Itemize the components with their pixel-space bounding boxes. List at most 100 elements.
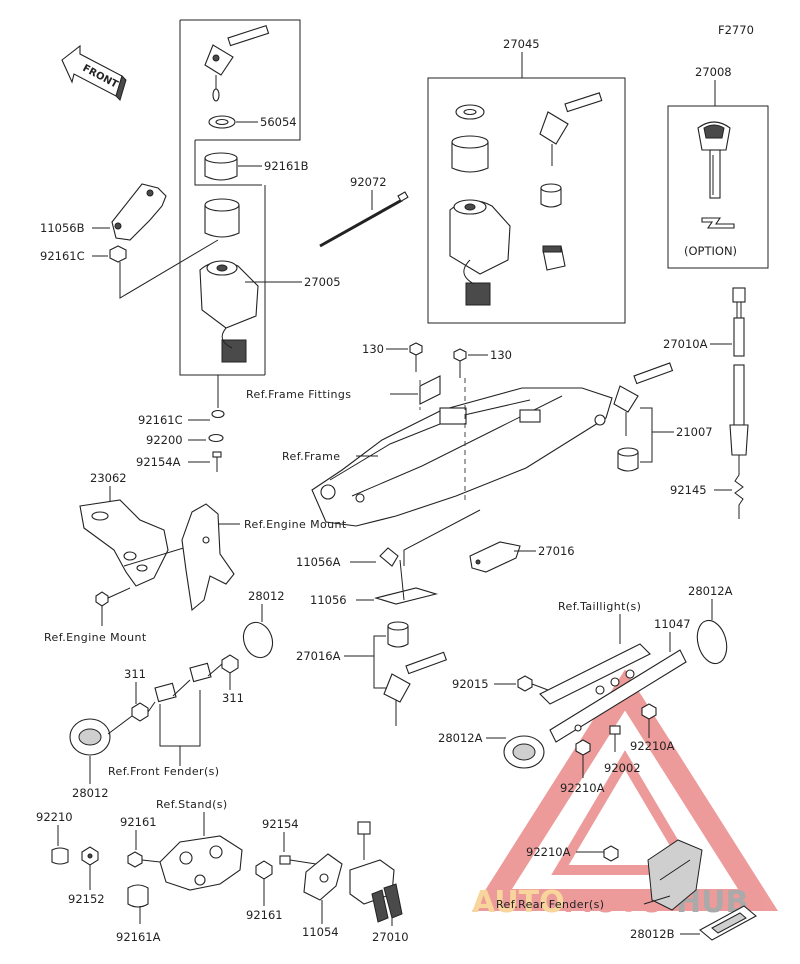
label-23062: 23062 [90, 471, 127, 485]
spacer-front [154, 662, 223, 703]
label-27016: 27016 [538, 544, 575, 558]
grommet-28012a-a [696, 619, 728, 665]
label-27045: 27045 [503, 37, 540, 51]
ignition-switch-body [199, 260, 259, 363]
plate-23062 [79, 499, 169, 587]
label-92210a-a: 92210A [630, 739, 675, 753]
label-92152: 92152 [68, 892, 105, 906]
key-27008-icon [697, 121, 731, 199]
nut-92161-b [255, 860, 273, 880]
bolt-92154a [212, 451, 222, 472]
ref-stand: Ref.Stand(s) [156, 798, 228, 811]
clip-11056a [379, 547, 399, 567]
label-28012a-a: 28012A [688, 584, 733, 598]
label-92154: 92154 [262, 817, 299, 831]
lock-set-27045-box [427, 77, 626, 324]
label-92154a: 92154A [136, 455, 181, 469]
front-arrow-icon: FRONT [61, 44, 127, 101]
label-27005: 27005 [304, 275, 341, 289]
label-92161-a: 92161 [120, 815, 157, 829]
label-28012-a: 28012 [248, 589, 285, 603]
label-92161b: 92161B [264, 159, 309, 173]
option-key-box [667, 105, 769, 269]
ref-taillights: Ref.Taillight(s) [558, 600, 641, 613]
label-92161a: 92161A [116, 930, 161, 944]
label-130-b: 130 [490, 348, 512, 362]
label-92161-b: 92161 [246, 908, 283, 922]
bracket-11056 [373, 559, 439, 605]
washer-92152 [81, 846, 99, 866]
engine-mount-bracket [181, 503, 235, 612]
cap-92161a [127, 884, 149, 908]
watermark-text-auto: AUTO [472, 885, 565, 920]
label-27010a: 27010A [663, 337, 708, 351]
nut-92161-a [127, 851, 143, 868]
label-56054: 56054 [260, 115, 297, 129]
ref-frame: Ref.Frame [282, 450, 340, 463]
label-92015: 92015 [452, 677, 489, 691]
label-311-b: 311 [222, 691, 244, 705]
rear-fender-part [647, 839, 703, 911]
label-21007: 21007 [676, 425, 713, 439]
switch-27010a [729, 287, 749, 519]
label-92210a-b: 92210A [560, 781, 605, 795]
grommet-28012-b [69, 718, 111, 756]
ref-engine-mount-b: Ref.Engine Mount [44, 631, 147, 644]
label-92210: 92210 [36, 810, 73, 824]
stand-bracket [141, 835, 243, 891]
label-27016a: 27016A [296, 649, 341, 663]
label-28012-b: 28012 [72, 786, 109, 800]
nut-92210a-b [575, 739, 591, 756]
grommet-28012b [699, 905, 757, 941]
bolt-92154 [279, 855, 317, 865]
ignition-switch-group: 56054 92161B 27005 [179, 19, 341, 376]
label-27010: 27010 [372, 930, 409, 944]
label-92145: 92145 [670, 483, 707, 497]
ref-rear-fender: Ref.Rear Fender(s) [496, 898, 604, 911]
label-11054: 11054 [302, 925, 339, 939]
bracket-11047 [539, 643, 687, 743]
seat-lock-21007 [613, 362, 674, 472]
frame-fittings-bracket [419, 375, 441, 405]
option-text: (OPTION) [684, 244, 737, 258]
label-28012a-b: 28012A [438, 731, 483, 745]
figure-code: F2770 [718, 23, 754, 37]
bolt-130-b [453, 348, 467, 378]
nut-311-right [221, 654, 239, 674]
bracket-11056b [111, 183, 167, 241]
bolt-92002 [609, 725, 621, 752]
label-92161c-b: 92161C [138, 413, 183, 427]
lock-set-27045 [449, 92, 603, 306]
label-11047: 11047 [654, 617, 691, 631]
label-27008: 27008 [695, 65, 732, 79]
cylinder-cover [204, 198, 240, 238]
label-130-a: 130 [362, 342, 384, 356]
cap-92161b [204, 152, 238, 181]
grommet-28012a-b [503, 735, 545, 769]
nut-92161c-a [109, 245, 127, 263]
nut-92015 [517, 675, 533, 692]
label-311-a: 311 [124, 667, 146, 681]
label-92210a-c: 92210A [526, 845, 571, 859]
ref-front-fender: Ref.Front Fender(s) [108, 765, 219, 778]
bolt-engine-mount [95, 587, 131, 607]
switch-27010 [349, 821, 403, 923]
label-92002: 92002 [604, 761, 641, 775]
frame-illustration [311, 387, 613, 527]
label-92072: 92072 [350, 175, 387, 189]
bracket-27016 [469, 541, 521, 573]
label-11056b: 11056B [40, 221, 85, 235]
label-92200: 92200 [146, 433, 183, 447]
ref-engine-mount-a: Ref.Engine Mount [244, 518, 347, 531]
lock-27016a [383, 621, 448, 726]
label-28012b: 28012B [630, 927, 675, 941]
watermark-logo: AUTO MOTO HUB [472, 669, 778, 920]
grommet-28012-a [242, 621, 274, 659]
bracket-11054 [303, 853, 343, 901]
washer-92161c-b [211, 409, 225, 419]
cap-92210 [51, 847, 69, 865]
label-11056a: 11056A [296, 555, 341, 569]
bolt-130-a [409, 342, 423, 372]
nut-311-left [131, 702, 149, 722]
